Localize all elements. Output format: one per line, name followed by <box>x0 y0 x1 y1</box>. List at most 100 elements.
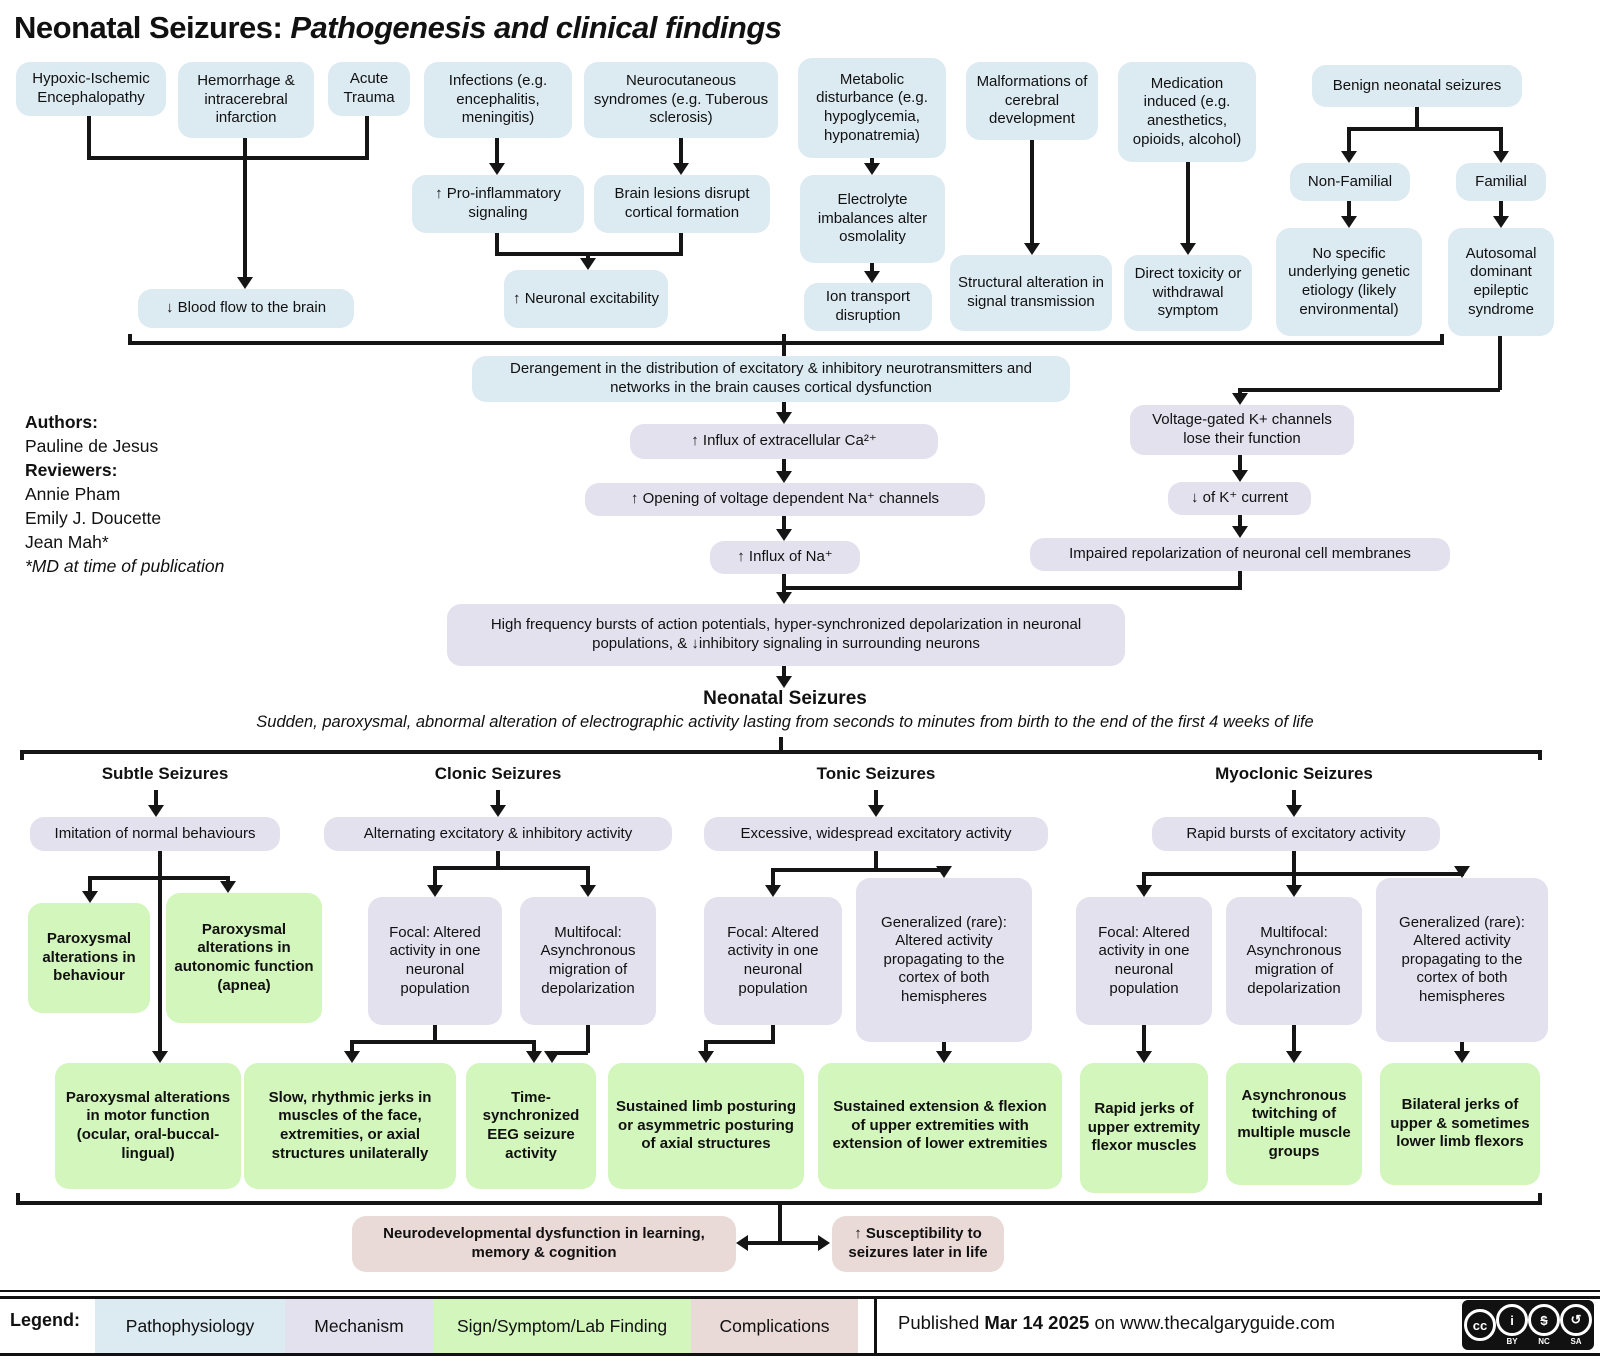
line <box>782 516 786 531</box>
line <box>586 866 590 885</box>
reviewers-label: Reviewers: <box>25 460 118 480</box>
cc-by-group: i BY <box>1496 1304 1528 1346</box>
bracket-tick <box>1440 334 1444 343</box>
line <box>782 586 1240 590</box>
reviewer-name: Jean Mah* <box>25 532 109 552</box>
node-imitation: Imitation of normal behaviours <box>30 817 280 851</box>
line <box>782 574 786 592</box>
cc-by-icon: i <box>1496 1304 1528 1336</box>
arrowhead-down <box>82 891 98 903</box>
line <box>433 866 437 885</box>
arrowhead-down <box>344 1051 360 1063</box>
arrowhead-down <box>148 805 164 817</box>
node-alternating-activity: Alternating excitatory & inhibitory acti… <box>324 817 672 851</box>
credits-note: *MD at time of publication <box>25 556 225 576</box>
arrowhead-right <box>818 1235 830 1251</box>
arrowhead-down <box>1180 243 1196 255</box>
arrowhead-down <box>1232 526 1248 538</box>
authors-label: Authors: <box>25 412 98 432</box>
node-malformations: Malformations of cerebral development <box>966 62 1098 140</box>
arrowhead-down <box>1286 1051 1302 1063</box>
line <box>771 1025 775 1042</box>
arrowhead-down <box>776 676 792 688</box>
line <box>1347 127 1351 151</box>
line <box>1292 851 1296 874</box>
node-autosomal-dominant: Autosomal dominant epileptic syndrome <box>1448 228 1554 336</box>
node-neurodevelopmental-dysfunction: Neurodevelopmental dysfunction in learni… <box>352 1216 736 1272</box>
cc-sa-label: SA <box>1570 1337 1582 1346</box>
line <box>158 851 162 1051</box>
node-acute-trauma: Acute Trauma <box>328 62 410 116</box>
node-myoclonic-multifocal: Multifocal: Asynchronous migration of de… <box>1226 897 1362 1025</box>
arrowhead-down <box>1341 151 1357 163</box>
line <box>433 866 590 870</box>
node-medication-induced: Medication induced (e.g. anesthetics, op… <box>1118 62 1256 162</box>
bracket-tick <box>128 334 132 343</box>
line <box>365 116 369 158</box>
node-rapid-bursts: Rapid bursts of excitatory activity <box>1152 817 1440 851</box>
arrowhead-down <box>698 1051 714 1063</box>
legend-label: Legend: <box>10 1310 80 1330</box>
page-title-subtitle: Pathogenesis and clinical findings <box>290 10 782 45</box>
reviewer-name: Emily J. Doucette <box>25 508 162 528</box>
cc-icon: cc <box>1464 1309 1496 1341</box>
line <box>226 876 230 883</box>
node-na-channel-opening: ↑ Opening of voltage dependent Na⁺ chann… <box>585 483 985 516</box>
line <box>496 851 500 868</box>
line <box>1292 790 1296 807</box>
line <box>550 1051 588 1055</box>
arrowhead-down <box>237 277 253 289</box>
node-structural-alteration: Structural alteration in signal transmis… <box>950 255 1112 331</box>
node-impaired-repolarization: Impaired repolarization of neuronal cell… <box>1030 538 1450 571</box>
node-infections: Infections (e.g. encephalitis, meningiti… <box>424 62 572 138</box>
arrowhead-down <box>776 592 792 604</box>
header-tonic-seizures: Tonic Seizures <box>816 764 936 783</box>
line <box>1460 1042 1464 1051</box>
line <box>88 876 230 880</box>
line <box>87 156 369 160</box>
legend-top-rule <box>0 1290 1600 1292</box>
line <box>771 868 946 872</box>
line <box>1142 872 1464 876</box>
line <box>782 666 786 678</box>
bracket-tick <box>16 1193 20 1203</box>
node-tonic-generalized: Generalized (rare): Altered activity pro… <box>856 878 1032 1042</box>
line <box>532 1040 536 1051</box>
arrowhead-down <box>1454 866 1470 878</box>
arrowhead-left <box>736 1235 748 1251</box>
node-myoclonic-focal: Focal: Altered activity in one neuronal … <box>1076 897 1212 1025</box>
line <box>771 868 775 885</box>
line <box>870 263 874 273</box>
neonatal-seizures-heading: Neonatal Seizures <box>703 688 867 709</box>
line <box>154 790 158 807</box>
node-paroxysmal-motor: Paroxysmal alterations in motor function… <box>55 1063 241 1189</box>
page-title: Neonatal Seizures:Pathogenesis and clini… <box>14 10 782 46</box>
node-high-frequency-bursts: High frequency bursts of action potentia… <box>447 604 1125 666</box>
line <box>874 790 878 807</box>
arrowhead-down <box>864 271 880 283</box>
node-susceptibility: ↑ Susceptibility to seizures later in li… <box>832 1216 1004 1272</box>
line <box>1347 127 1503 131</box>
line <box>1142 872 1146 885</box>
arrowhead-down <box>1024 243 1040 255</box>
node-proinflammatory-signaling: ↑ Pro-inflammatory signaling <box>412 175 584 233</box>
arrowhead-down <box>427 885 443 897</box>
node-ion-transport-disruption: Ion transport disruption <box>804 283 932 331</box>
line <box>942 1042 946 1051</box>
node-paroxysmal-autonomic: Paroxysmal alterations in autonomic func… <box>166 893 322 1023</box>
node-direct-toxicity: Direct toxicity or withdrawal symptom <box>1124 255 1252 331</box>
arrowhead-down <box>220 881 236 893</box>
published-line: Published Mar 14 2025 on www.thecalgaryg… <box>898 1312 1335 1334</box>
arrowhead-down <box>489 163 505 175</box>
bracket-tick <box>1538 1193 1542 1203</box>
line <box>1347 201 1351 216</box>
arrowhead-down <box>544 1051 560 1063</box>
node-benign-neonatal-seizures: Benign neonatal seizures <box>1312 65 1522 107</box>
line <box>870 158 874 165</box>
arrowhead-down <box>936 1051 952 1063</box>
node-non-familial: Non-Familial <box>1290 163 1410 201</box>
arrowhead-down <box>490 805 506 817</box>
header-subtle-seizures: Subtle Seizures <box>101 764 229 783</box>
node-hypoxic-ischemic-encephalopathy: Hypoxic-Ischemic Encephalopathy <box>16 62 166 116</box>
line <box>679 138 683 165</box>
